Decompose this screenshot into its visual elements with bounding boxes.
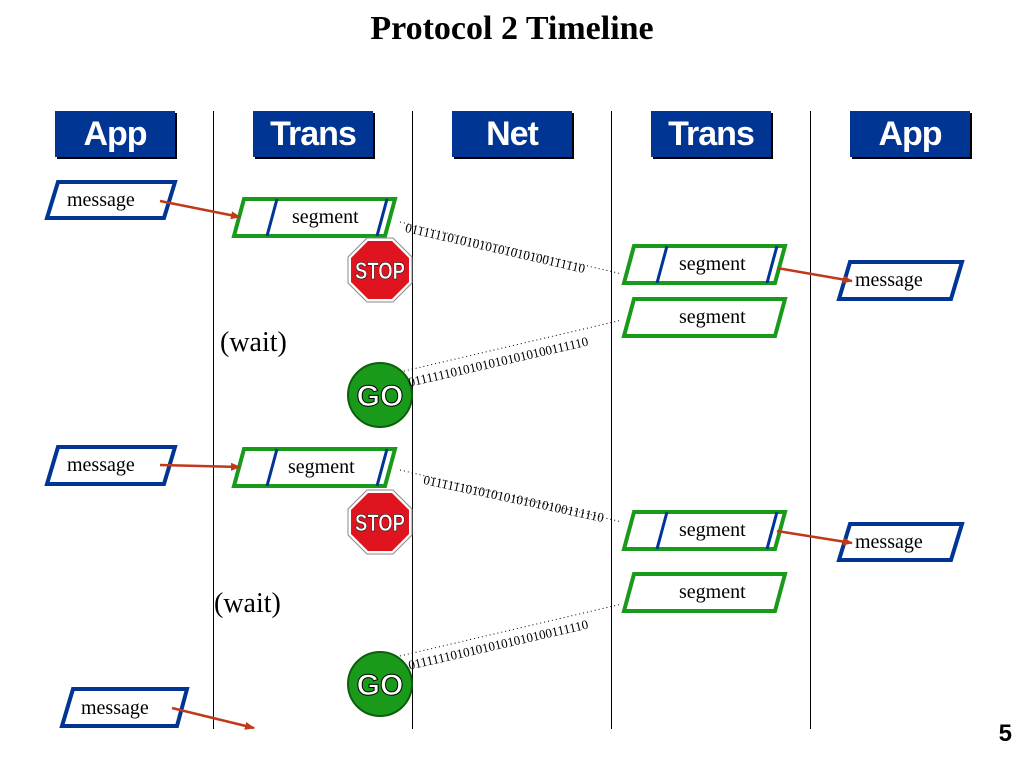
stop-sign-label: STOP bbox=[355, 510, 405, 537]
segment-box bbox=[621, 510, 788, 551]
arrow bbox=[159, 462, 241, 471]
message-box bbox=[44, 445, 178, 486]
page-title: Protocol 2 Timeline bbox=[370, 10, 654, 47]
header-net: Net bbox=[452, 111, 572, 157]
segment-label: segment bbox=[679, 519, 746, 541]
segment-label: segment bbox=[679, 306, 746, 328]
lane-divider bbox=[213, 111, 214, 729]
header-app-receiver: App bbox=[850, 111, 970, 157]
segment-label: segment bbox=[288, 456, 355, 478]
segment-box bbox=[621, 244, 788, 285]
segment-box bbox=[231, 447, 398, 488]
segment-box bbox=[621, 572, 788, 613]
stop-sign-icon: STOP bbox=[347, 489, 413, 555]
segment-label: segment bbox=[679, 253, 746, 275]
stop-sign-label: STOP bbox=[355, 258, 405, 285]
message-box bbox=[44, 180, 178, 220]
page-number: 5 bbox=[998, 720, 1012, 747]
message-box bbox=[836, 522, 965, 562]
header-app-sender: App bbox=[55, 111, 175, 157]
header-trans-sender: Trans bbox=[253, 111, 373, 157]
segment-label: segment bbox=[292, 206, 359, 228]
message-label: message bbox=[855, 531, 923, 553]
message-label: message bbox=[855, 269, 923, 291]
lane-divider bbox=[810, 111, 811, 729]
message-label: message bbox=[67, 454, 135, 476]
go-sign-label: GO bbox=[357, 380, 404, 413]
wait-label: (wait) bbox=[214, 588, 281, 619]
go-sign-icon: GO bbox=[347, 362, 413, 428]
lane-divider bbox=[412, 111, 413, 729]
segment-label: segment bbox=[679, 581, 746, 603]
arrow bbox=[159, 199, 241, 220]
stop-sign-icon: STOP bbox=[347, 237, 413, 303]
go-sign-label: GO bbox=[357, 669, 404, 702]
lane-divider bbox=[611, 111, 612, 729]
arrow bbox=[171, 706, 255, 730]
message-box bbox=[59, 687, 190, 728]
go-sign-icon: GO bbox=[347, 651, 413, 717]
arrow bbox=[776, 529, 853, 546]
message-label: message bbox=[81, 697, 149, 719]
message-label: message bbox=[67, 189, 135, 211]
segment-box bbox=[231, 197, 398, 238]
wait-label: (wait) bbox=[220, 327, 287, 358]
arrow bbox=[776, 266, 853, 284]
segment-box bbox=[621, 297, 788, 338]
message-box bbox=[836, 260, 965, 301]
header-trans-receiver: Trans bbox=[651, 111, 771, 157]
